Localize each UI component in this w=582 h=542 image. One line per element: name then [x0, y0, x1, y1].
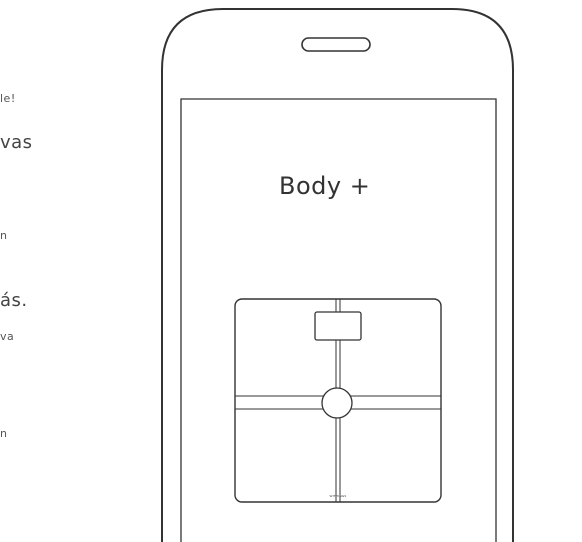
screen-title: Body + [279, 172, 371, 200]
cropped-text-line-5: va [0, 330, 15, 343]
scale-center-circle [321, 387, 353, 419]
cropped-text-line-4: ás. [0, 290, 28, 311]
cropped-text-line-6: n [0, 427, 8, 440]
speaker-slot [301, 37, 371, 52]
scale-icon [234, 298, 442, 503]
scale-brand-label: WITHINGS [329, 494, 347, 498]
scale-display [314, 311, 362, 341]
cropped-text-line-1: le! [0, 92, 16, 105]
cropped-text-line-2: vas [0, 132, 33, 153]
cropped-text-line-3: n [0, 229, 8, 242]
phone-screen [180, 98, 497, 542]
